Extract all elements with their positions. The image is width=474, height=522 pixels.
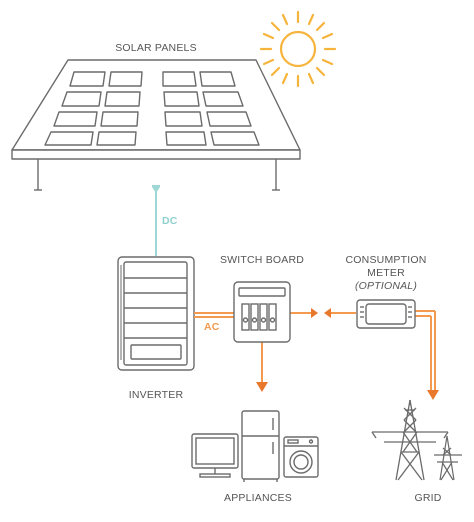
solar-panel-icon — [11, 59, 301, 191]
solar-panels-label: SOLAR PANELS — [115, 42, 197, 54]
meter-label: METER — [367, 267, 405, 279]
grid-label: GRID — [414, 492, 442, 504]
switch-board-label: SWITCH BOARD — [219, 254, 305, 266]
inverter-label: INVERTER — [128, 389, 184, 401]
ac-label: AC — [204, 321, 220, 333]
fridge-icon — [241, 410, 280, 482]
appliances-label: APPLIANCES — [224, 492, 292, 504]
dc-label: DC — [162, 215, 178, 227]
inverter-icon — [117, 256, 195, 371]
ac-connection-lines — [194, 310, 436, 392]
power-pylon-icon — [371, 399, 449, 481]
consumption-meter-label: CONSUMPTION — [345, 254, 427, 266]
computer-icon — [191, 433, 239, 478]
optional-label: (OPTIONAL) — [354, 280, 418, 292]
washing-machine-icon — [283, 436, 319, 478]
sun-icon — [259, 10, 337, 88]
small-power-pylon-icon — [434, 435, 462, 481]
consumption-meter-icon — [356, 299, 416, 329]
switch-board-icon — [233, 281, 291, 343]
dc-connection-line — [152, 185, 160, 256]
ac-arrows — [256, 308, 439, 400]
